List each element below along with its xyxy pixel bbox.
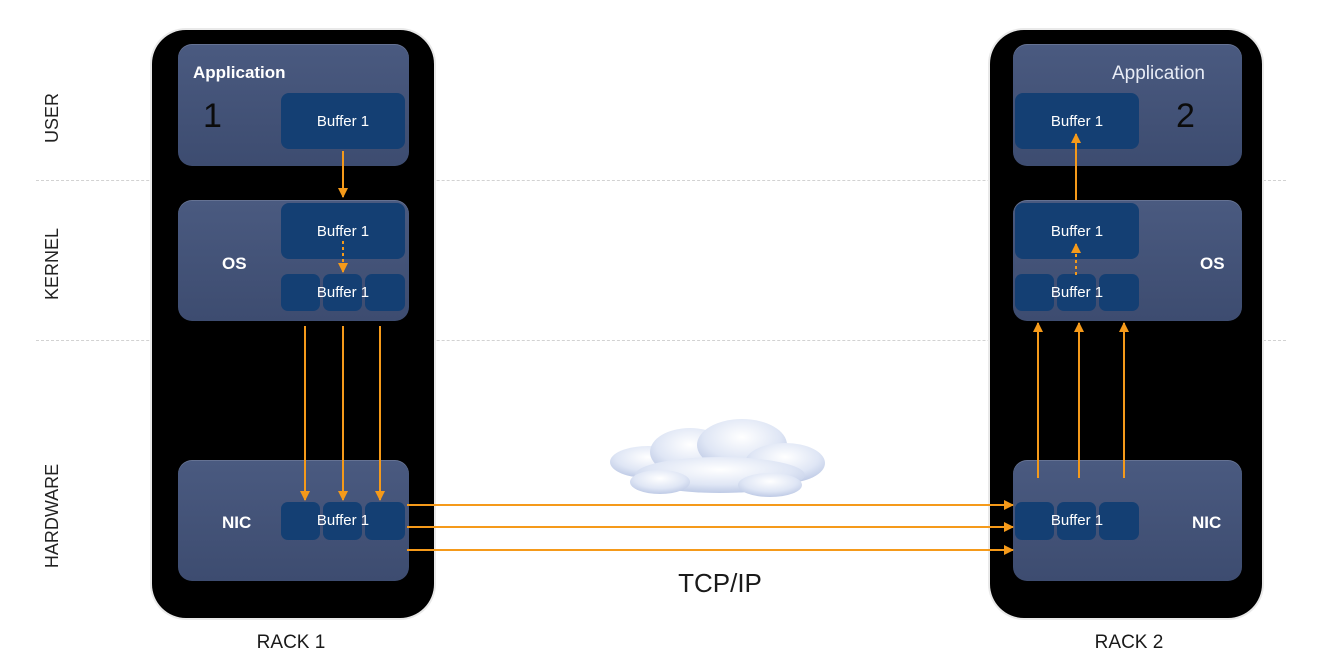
rack1-app-buffer: Buffer 1 bbox=[281, 93, 405, 149]
rack1-os-buffer-segment-1 bbox=[281, 274, 320, 311]
rack2-application-title: Application bbox=[1112, 63, 1205, 84]
cloud-icon bbox=[610, 419, 825, 497]
rack2-label: RACK 2 bbox=[1094, 632, 1164, 653]
rack2-application-number: 2 bbox=[1176, 97, 1195, 135]
rack1-nic-buffer-segment-3 bbox=[365, 502, 405, 540]
rack1-nic-buffer-label: Buffer 1 bbox=[316, 512, 370, 529]
protocol-label: TCP/IP bbox=[678, 568, 762, 598]
rack1-nic-buffer-segment-2 bbox=[323, 502, 362, 540]
divider-user-kernel bbox=[36, 180, 1286, 181]
rack1-nic-label: NIC bbox=[222, 513, 252, 532]
rack2-os-buffer-segment-3 bbox=[1099, 274, 1139, 311]
rack2-os-label: OS bbox=[1200, 254, 1225, 273]
divider-kernel-hardware bbox=[36, 340, 1286, 341]
rack1-os-segmented-buffer-label: Buffer 1 bbox=[316, 284, 370, 301]
rack2-nic-buffer-segment-2 bbox=[1057, 502, 1096, 540]
rack2-nic-label: NIC bbox=[1192, 513, 1222, 532]
rack2-os-segmented-buffer-label: Buffer 1 bbox=[1050, 284, 1104, 301]
rack1-os-label: OS bbox=[222, 254, 247, 273]
rack1-os-buffer-segment-3 bbox=[365, 274, 405, 311]
rack1-os-buffer-segment-2 bbox=[323, 274, 362, 311]
rack1-label: RACK 1 bbox=[256, 632, 326, 653]
rack2-nic-buffer-segment-3 bbox=[1099, 502, 1139, 540]
rack2-nic-buffer-segment-1 bbox=[1015, 502, 1054, 540]
rack1-application-number: 1 bbox=[203, 97, 222, 135]
rack1-application-title: Application bbox=[193, 63, 286, 82]
rack1-nic-buffer-segment-1 bbox=[281, 502, 320, 540]
rack2-os-buffer-segment-1 bbox=[1015, 274, 1054, 311]
rack2-nic-buffer-label: Buffer 1 bbox=[1050, 512, 1104, 529]
rack2-os-buffer-segment-2 bbox=[1057, 274, 1096, 311]
